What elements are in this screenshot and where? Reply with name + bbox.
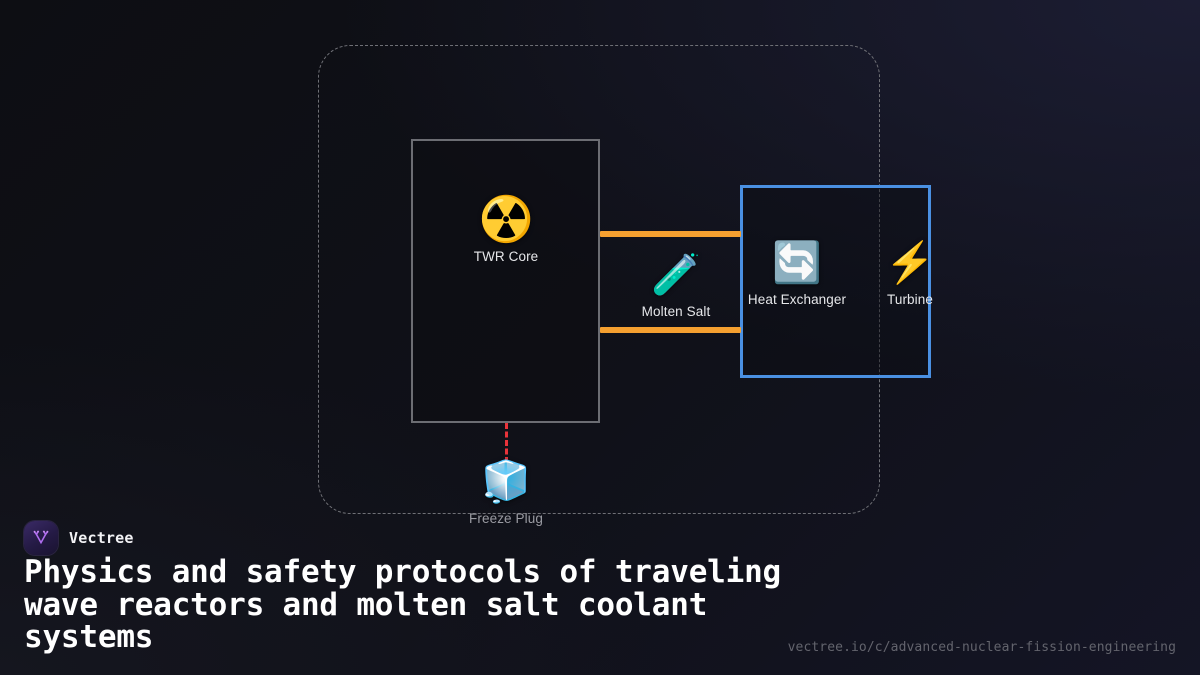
node-turbine[interactable]: ⚡ Turbine bbox=[840, 240, 980, 307]
node-twr-core[interactable]: ☢️ TWR Core bbox=[436, 195, 576, 265]
connector-cold-leg bbox=[600, 327, 741, 333]
node-freeze-plug[interactable]: 🧊 Freeze Plug bbox=[436, 459, 576, 526]
node-label-twr-core: TWR Core bbox=[473, 249, 539, 264]
connector-hot-leg bbox=[600, 231, 741, 237]
source-url: vectree.io/c/advanced-nuclear-fission-en… bbox=[787, 640, 1176, 655]
connector-drain-line bbox=[505, 423, 508, 463]
node-heat-exchanger[interactable]: 🔄 Heat Exchanger bbox=[727, 240, 867, 307]
node-label-turbine: Turbine bbox=[887, 292, 933, 307]
plant-boundary-container bbox=[318, 45, 880, 514]
radioactive-icon: ☢️ bbox=[478, 195, 534, 244]
node-label-freeze-plug: Freeze Plug bbox=[469, 511, 543, 526]
reactor-schematic-diagram: ☢️ TWR Core 🧪 Molten Salt 🔄 Heat Exchang… bbox=[318, 45, 980, 526]
reactor-vessel-container bbox=[411, 139, 600, 423]
exchange-arrows-icon: 🔄 bbox=[772, 241, 822, 285]
brand[interactable]: Vectree bbox=[24, 521, 134, 555]
node-label-heat-exchanger: Heat Exchanger bbox=[747, 292, 847, 307]
high-voltage-icon: ⚡ bbox=[885, 241, 935, 285]
test-tube-icon: 🧪 bbox=[651, 253, 701, 297]
brand-name: Vectree bbox=[69, 529, 134, 547]
node-label-molten-salt: Molten Salt bbox=[641, 304, 711, 319]
node-molten-salt[interactable]: 🧪 Molten Salt bbox=[606, 252, 746, 319]
power-conversion-loop-container bbox=[740, 185, 931, 378]
footer: Vectree Physics and safety protocols of … bbox=[0, 510, 1200, 675]
vectree-logo-icon bbox=[24, 521, 58, 555]
ice-cube-icon: 🧊 bbox=[481, 460, 531, 504]
headline: Physics and safety protocols of travelin… bbox=[24, 554, 782, 655]
